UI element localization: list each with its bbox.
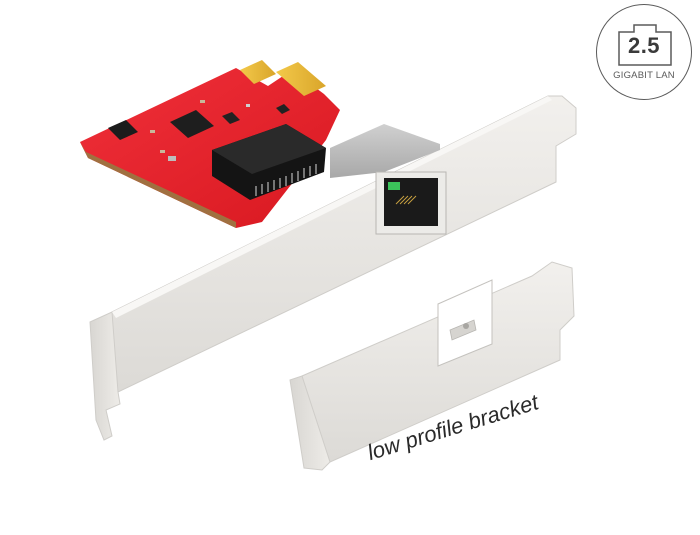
port-cutout xyxy=(437,279,493,367)
rj45-housing xyxy=(330,124,440,178)
controller-chip xyxy=(170,110,214,138)
badge-speed: 2.5 xyxy=(627,33,661,58)
eeprom-chip xyxy=(108,120,138,140)
ethernet-plug-icon xyxy=(618,24,672,66)
badge-label: GIGABIT LAN xyxy=(613,70,675,81)
link-led xyxy=(388,182,400,190)
gigabit-lan-badge: 2.5 GIGABIT LAN xyxy=(596,4,694,100)
badge-circle xyxy=(596,4,692,100)
small-chip xyxy=(222,112,240,124)
gold-fingers-2 xyxy=(276,62,326,96)
low-profile-bracket xyxy=(289,261,575,471)
gold-fingers-1 xyxy=(240,60,276,84)
full-height-bracket xyxy=(89,95,577,441)
pcb-board xyxy=(80,60,340,228)
